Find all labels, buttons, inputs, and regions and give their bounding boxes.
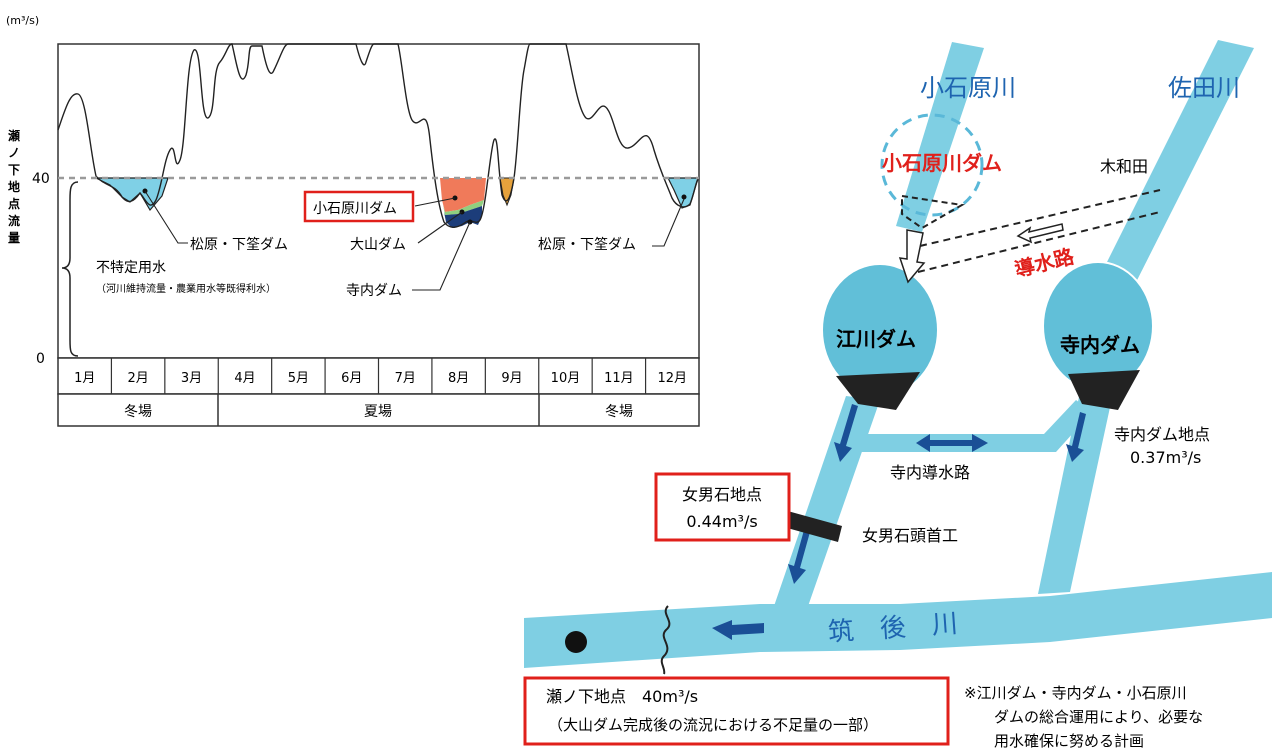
deficit-areas <box>95 177 699 228</box>
label-omeishi-weir: 女男石頭首工 <box>862 526 958 545</box>
leader-koishiwara <box>414 197 456 207</box>
annotation-matsubara-left: 松原・下筌ダム <box>190 237 288 253</box>
omeishi-weir-block <box>780 510 842 542</box>
terauchi-conduit-arrow <box>916 434 988 452</box>
koishiwara-to-egawa-arrow <box>898 229 926 284</box>
hydrograph: (m³/s) 瀬 ノ 下 地 点 流 量 40 0 <box>6 14 700 427</box>
koishiwara-river-upper <box>896 42 984 232</box>
leader-oyama <box>417 211 463 244</box>
y-axis-label: 瀬 ノ 下 地 点 流 量 <box>7 128 20 245</box>
month-label: 6月 <box>341 371 362 386</box>
label-koishiwara-dam: 小石原川ダム <box>882 151 1002 175</box>
terauchi-lower-channel <box>1038 392 1112 594</box>
marker-dot <box>681 194 687 200</box>
terauchi-dam-body <box>1068 370 1140 410</box>
conduit-line-lower <box>917 211 1161 273</box>
plot-frame <box>57 43 700 359</box>
month-label: 9月 <box>501 371 522 386</box>
zero-tick-label: 0 <box>36 351 45 367</box>
conduit-line-upper <box>919 189 1161 247</box>
flow-hydrograph-line <box>57 43 700 228</box>
season-label: 夏場 <box>364 404 392 420</box>
conduit-flow-arrow <box>1016 223 1064 244</box>
month-label: 11月 <box>604 371 634 386</box>
month-table: 1月 2月 3月 4月 5月 6月 7月 8月 9月 10月 11月 12月 冬場 夏場 冬場 <box>57 357 700 427</box>
month-label: 2月 <box>127 371 148 386</box>
annotation-koishiwara: 小石原川ダム <box>313 201 397 217</box>
senoshita-point-box <box>523 676 950 746</box>
senoshita-point-marker <box>565 631 587 653</box>
koishiwara-dam-site-circle <box>880 113 984 217</box>
river-break-mark <box>660 605 671 675</box>
omeishi-outflow-arrow <box>788 530 810 584</box>
terauchi-supply-band <box>444 206 482 228</box>
y-axis-char: 量 <box>8 231 20 245</box>
threshold-tick-label: 40 <box>32 171 50 187</box>
y-axis-char: 下 <box>8 163 20 177</box>
chikugo-river-channel <box>524 572 1272 668</box>
koishiwara-supply-band <box>440 178 486 212</box>
label-egawa-dam: 江川ダム <box>836 327 916 351</box>
leader-lines <box>144 190 685 291</box>
month-label: 8月 <box>448 371 469 386</box>
river-name-koishiwara: 小石原川 <box>920 74 1016 102</box>
chikugo-flow-arrow <box>712 620 764 640</box>
footnote-line: ダムの総合運用により、必要な <box>994 708 1203 726</box>
annotation-oyama: 大山ダム <box>350 237 406 253</box>
y-axis-char: ノ <box>8 146 20 160</box>
koishiwara-dam-outline <box>901 194 965 230</box>
label-terauchi-dam: 寺内ダム <box>1060 333 1140 357</box>
label-senoshita-point: 瀬ノ下地点 40m³/s <box>546 687 698 706</box>
annotation-matsubara-right: 松原・下筌ダム <box>538 237 636 253</box>
label-terauchi-conduit: 寺内導水路 <box>890 463 970 482</box>
y-axis-char: 流 <box>8 213 20 228</box>
annotation-terauchi: 寺内ダム <box>346 283 402 299</box>
river-map: 小石原川 佐田川 筑 後 川 小石原川ダム 江川ダム 寺内ダム 木和田 導水路 … <box>523 40 1272 750</box>
koishiwara-highlight-box <box>303 190 415 223</box>
footnote-line: 用水確保に努める計画 <box>994 732 1144 750</box>
label-omeishi-point: 女男石地点 <box>682 485 762 504</box>
sada-river-upper <box>1086 40 1254 318</box>
base-flow-note: （河川維持流量・農業用水等既得利水） <box>96 282 276 295</box>
month-label: 10月 <box>551 371 581 386</box>
y-axis-char: 瀬 <box>7 128 20 143</box>
label-terauchi-point: 寺内ダム地点 <box>1114 425 1210 444</box>
oyama-supply-band <box>443 200 484 215</box>
month-label: 5月 <box>288 371 309 386</box>
month-label: 7月 <box>395 371 416 386</box>
y-axis-char: 点 <box>8 196 20 211</box>
river-name-sada: 佐田川 <box>1168 74 1240 102</box>
season-label: 冬場 <box>605 404 633 420</box>
unit-label: (m³/s) <box>6 14 39 27</box>
month-label: 4月 <box>234 371 255 386</box>
terauchi-conduit-channel <box>846 400 1092 452</box>
month-label: 1月 <box>74 371 95 386</box>
month-label: 12月 <box>658 371 688 386</box>
terauchi-outflow-arrow <box>1066 412 1086 462</box>
label-terauchi-flow: 0.37m³/s <box>1130 448 1201 467</box>
base-flow-label: 不特定用水 <box>96 260 166 276</box>
leader-terauchi <box>412 221 471 291</box>
base-flow-brace <box>61 181 79 357</box>
leader-matsubara-left <box>144 190 188 244</box>
footnote-line: ※江川ダム・寺内ダム・小石原川 <box>964 684 1187 702</box>
egawa-dam-body <box>836 372 920 410</box>
leader-matsubara-right <box>652 198 685 247</box>
month-cells: 1月 2月 3月 4月 5月 6月 7月 8月 9月 10月 11月 12月 <box>74 358 687 394</box>
label-senoshita-note: （大山ダム完成後の流況における不足量の一部） <box>548 716 878 734</box>
egawa-outflow-arrow <box>834 404 858 462</box>
omeishi-point-box <box>654 472 791 542</box>
label-kiwada: 木和田 <box>1100 157 1148 176</box>
y-axis-char: 地 <box>8 179 20 194</box>
label-omeishi-flow: 0.44m³/s <box>686 512 757 531</box>
season-label: 冬場 <box>124 404 152 420</box>
month-label: 3月 <box>181 371 202 386</box>
